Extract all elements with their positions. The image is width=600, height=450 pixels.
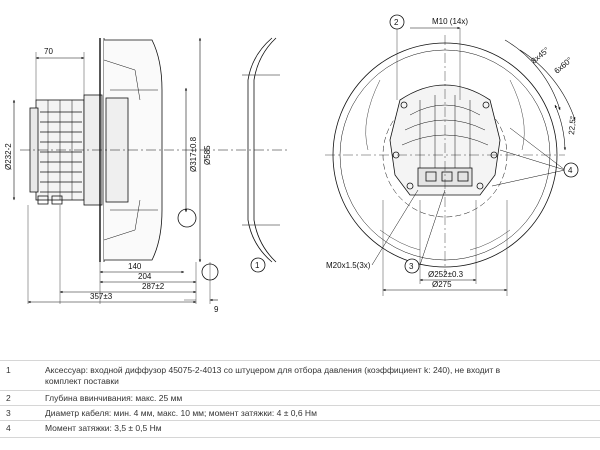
dim-232: Ø232-2 <box>4 143 13 170</box>
front-view <box>325 14 579 296</box>
callout-2: 2 <box>394 18 399 27</box>
note-line: Момент затяжки: 3,5 ± 0,5 Нм <box>45 423 162 433</box>
technical-drawing: 70 Ø232-2 Ø317±0.8 Ø585 140 204 287±2 35… <box>4 14 579 314</box>
callout-1: 1 <box>255 261 260 270</box>
dim-287: 287±2 <box>142 282 165 291</box>
dim-357: 357±3 <box>90 292 113 301</box>
side-dimensions <box>12 37 218 304</box>
note-line: Диаметр кабеля: мин. 4 мм, макс. 10 мм; … <box>45 408 317 418</box>
dim-275: Ø275 <box>432 280 452 289</box>
dim-6x60: 6x60° <box>553 55 575 75</box>
dim-9: 9 <box>214 305 219 314</box>
dim-252: Ø252±0.3 <box>428 270 464 279</box>
note-text: Глубина ввинчивания: макс. 25 мм <box>45 393 505 404</box>
dim-585: Ø585 <box>203 145 212 165</box>
note-text: Диаметр кабеля: мин. 4 мм, макс. 10 мм; … <box>45 408 505 419</box>
side-view <box>12 37 290 304</box>
dim-m10: M10 (14x) <box>432 17 468 26</box>
note-line: Глубина ввинчивания: макс. 25 мм <box>45 393 183 403</box>
note-line: Аксессуар: входной диффузор 45075-2-4013… <box>45 365 501 375</box>
note-row: 3 Диаметр кабеля: мин. 4 мм, макс. 10 мм… <box>0 405 600 421</box>
note-number: 4 <box>6 423 11 433</box>
note-row: 2 Глубина ввинчивания: макс. 25 мм <box>0 390 600 406</box>
notes-table: 1 Аксессуар: входной диффузор 45075-2-40… <box>0 360 600 450</box>
note-text: Момент затяжки: 3,5 ± 0,5 Нм <box>45 423 505 434</box>
note-text: Аксессуар: входной диффузор 45075-2-4013… <box>45 365 505 387</box>
note-number: 3 <box>6 408 11 418</box>
dim-317: Ø317±0.8 <box>189 136 198 172</box>
note-row: 1 Аксессуар: входной диффузор 45075-2-40… <box>0 360 600 391</box>
note-row: 4 Момент затяжки: 3,5 ± 0,5 Нм <box>0 420 600 438</box>
dim-204: 204 <box>138 272 152 281</box>
note-number: 1 <box>6 365 11 375</box>
dim-140: 140 <box>128 262 142 271</box>
dim-22-5: 22,5° <box>567 116 578 135</box>
dim-m20: M20x1.5(3x) <box>326 261 371 270</box>
callout-3: 3 <box>409 262 414 271</box>
callout-4: 4 <box>568 166 573 175</box>
dim-8x45: 8x45° <box>530 45 552 65</box>
side-labels: 70 Ø232-2 Ø317±0.8 Ø585 140 204 287±2 35… <box>4 47 260 314</box>
note-line: комплект поставки <box>45 376 119 386</box>
note-number: 2 <box>6 393 11 403</box>
dim-70: 70 <box>44 47 53 56</box>
